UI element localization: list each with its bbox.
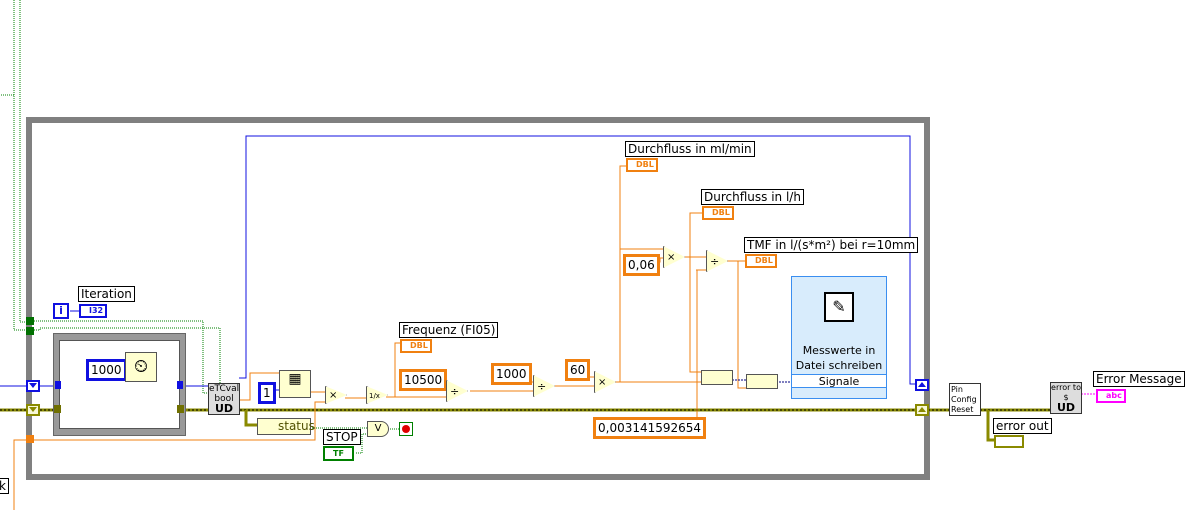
arrow-up-icon <box>918 407 926 412</box>
error-out-label: error out <box>993 418 1052 434</box>
stop-button-terminal[interactable]: TF <box>323 446 354 461</box>
constant-10500[interactable]: 10500 <box>399 369 448 391</box>
tmf-indicator[interactable]: DBL <box>745 254 777 268</box>
shift-register-right-int <box>915 379 929 391</box>
frequenz-label: Frequenz (FI05) <box>399 322 499 338</box>
stop-label: STOP <box>323 429 361 445</box>
boolean-wire <box>34 320 221 394</box>
arrow-down-icon <box>29 407 37 412</box>
signale-input[interactable]: Signale <box>792 374 886 388</box>
constant-0-06[interactable]: 0,06 <box>623 254 660 276</box>
iteration-terminal: i <box>53 303 69 319</box>
arrow-down-icon <box>29 383 37 388</box>
constant-1000[interactable]: 1000 <box>491 363 532 385</box>
durchfluss-ml-min-indicator[interactable]: DBL <box>626 158 658 172</box>
boolean-tunnel <box>26 317 34 325</box>
file-write-icon: ✎ <box>824 292 854 322</box>
durchfluss-l-h-indicator[interactable]: DBL <box>702 206 734 220</box>
wait-ms-constant[interactable]: 1000 <box>86 359 127 381</box>
or-node[interactable]: V <box>367 421 389 437</box>
error-out-indicator[interactable] <box>994 435 1024 448</box>
iteration-indicator[interactable]: I32 <box>79 304 108 318</box>
node-caption: eTCval bool <box>209 384 240 404</box>
error-message-label: Error Message <box>1093 371 1185 387</box>
flat-sequence-frame <box>53 333 186 436</box>
arrow-up-icon <box>918 382 926 387</box>
ud-caption: UD <box>1056 401 1076 414</box>
loop-condition-stop-icon <box>399 422 413 436</box>
while-loop-frame <box>26 117 930 480</box>
shift-register-right-error <box>915 404 929 416</box>
shift-register-left-error <box>26 404 40 416</box>
durchfluss-ml-min-label: Durchfluss in ml/min <box>625 141 755 157</box>
pin-config-reset-node[interactable]: Pin Config Reset <box>949 383 981 416</box>
boolean-wire <box>13 0 28 331</box>
durchfluss-l-h-label: Durchfluss in l/h <box>701 189 804 205</box>
boolean-tunnel <box>26 327 34 335</box>
frequenz-indicator[interactable]: DBL <box>400 339 432 353</box>
error-to-string-node[interactable]: error to $UD <box>1050 382 1082 414</box>
merge-signals-node[interactable] <box>701 370 733 385</box>
constant-one[interactable]: 1 <box>258 382 276 404</box>
write-measurement-file-express-vi[interactable]: ✎ Messwerte in Datei schreiben Signale <box>791 276 887 399</box>
constant-pi-area[interactable]: 0,003141592654 <box>593 417 707 439</box>
node-caption: error to $ <box>1051 383 1081 402</box>
numeric-tunnel <box>26 435 34 443</box>
partial-label: k <box>0 478 9 494</box>
express-vi-title: Messwerte in Datei schreiben <box>795 344 883 372</box>
build-array-icon[interactable]: ▦ <box>279 370 311 398</box>
shift-register-left-int <box>26 380 40 392</box>
iteration-label: Iteration <box>78 286 135 302</box>
merge-signals-node[interactable] <box>746 374 778 389</box>
unbundle-status-node[interactable]: status <box>257 418 315 435</box>
constant-60[interactable]: 60 <box>565 359 591 381</box>
tmf-label: TMF in l/(s*m²) bei r=10mm <box>744 237 919 253</box>
error-message-indicator[interactable]: abc <box>1096 389 1126 403</box>
ud-caption: UD <box>214 402 234 415</box>
wait-metronome-icon[interactable]: ⏲ <box>125 352 157 382</box>
